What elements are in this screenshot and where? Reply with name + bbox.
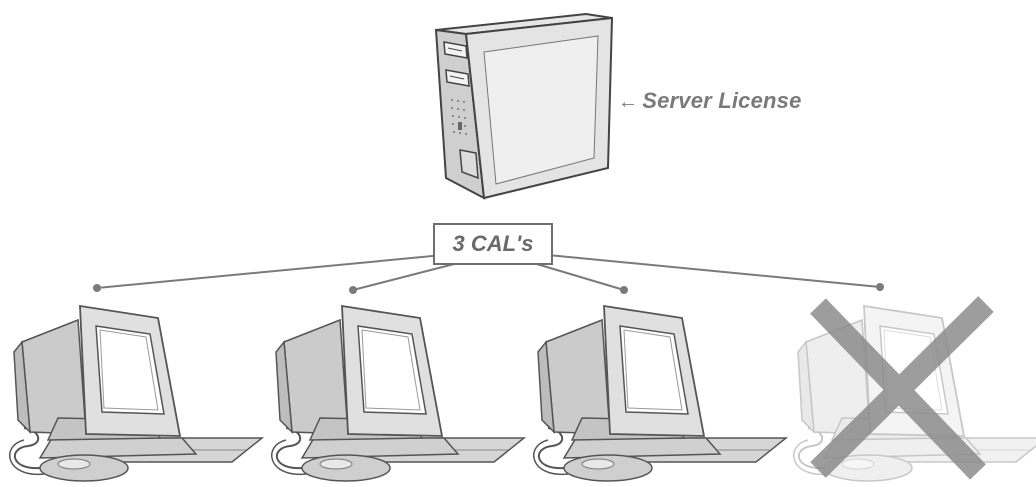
cal-count-label: 3 CAL's (452, 231, 534, 256)
connector-dot (93, 284, 101, 292)
connector-dot (620, 286, 628, 294)
server-license-text: Server License (642, 88, 802, 113)
client-computer-3 (532, 305, 787, 482)
client-computer-1 (8, 305, 263, 482)
x-mark-icon (810, 296, 994, 480)
server-tower-icon (434, 12, 614, 200)
connector-line (352, 261, 463, 291)
cal-count-box: 3 CAL's (433, 223, 553, 265)
connector-dot (876, 283, 884, 291)
connector-dot (349, 286, 357, 294)
connector-line (529, 261, 625, 291)
connector-line (547, 254, 881, 288)
server-license-label: ←Server License (618, 88, 802, 114)
left-arrow-icon: ← (618, 91, 639, 113)
connector-lines (93, 254, 884, 294)
client-computer-2 (270, 305, 525, 482)
connector-line (96, 254, 444, 289)
